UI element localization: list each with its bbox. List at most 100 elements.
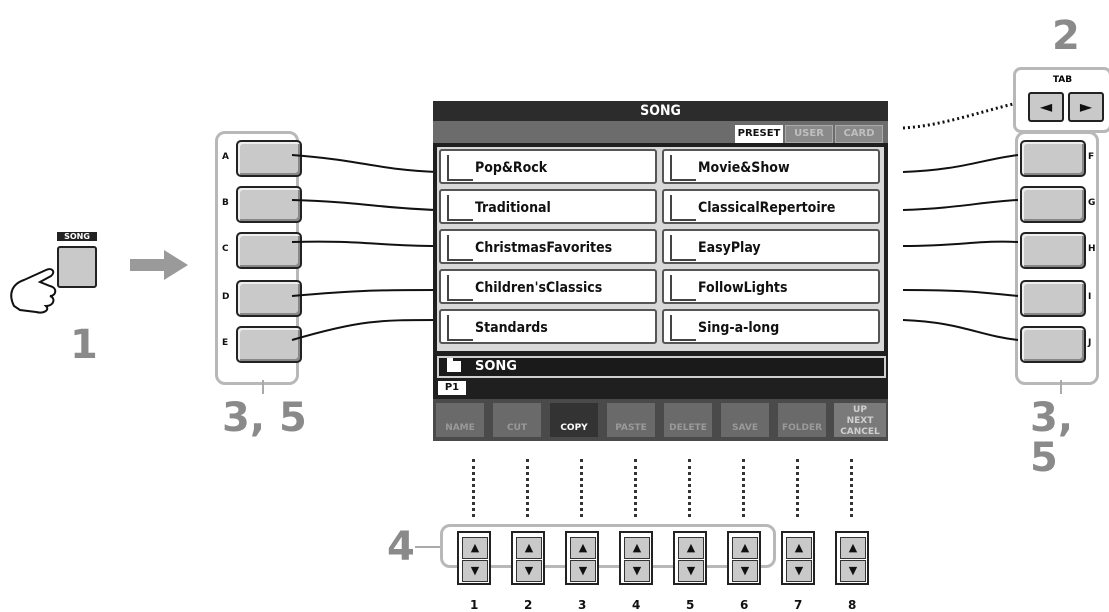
down-arrow-button[interactable]: ▼ <box>462 560 488 582</box>
category-7[interactable]: FollowLights <box>662 269 880 304</box>
lcd-screen: SONG PRESET USER CARD Pop&Rock Movie&Show… <box>433 101 888 441</box>
up-arrow-button[interactable]: ▲ <box>570 537 596 559</box>
down-arrow-button[interactable]: ▼ <box>732 560 758 582</box>
selection-bracket <box>670 155 696 181</box>
left-button-label: A <box>222 152 229 162</box>
page-tab-p1[interactable]: P1 <box>438 381 466 395</box>
function-delete-button[interactable]: DELETE <box>664 403 712 437</box>
dotted-leader <box>742 459 745 517</box>
category-6[interactable]: Children'sClassics <box>439 269 657 304</box>
function-folder-button[interactable]: FOLDER <box>778 403 826 437</box>
step-1-label: 1 <box>70 322 98 368</box>
function-name-button[interactable]: NAME <box>436 403 484 437</box>
function-save-button[interactable]: SAVE <box>721 403 769 437</box>
function-right-mid: NEXT <box>846 416 874 426</box>
right-button-label: G <box>1088 198 1096 208</box>
selection-bracket <box>447 275 473 301</box>
left-button-0[interactable] <box>236 140 302 177</box>
down-arrow-button[interactable]: ▼ <box>624 560 650 582</box>
path-bar: SONG <box>437 356 886 378</box>
category-4[interactable]: ChristmasFavorites <box>439 229 657 264</box>
selection-bracket <box>447 235 473 261</box>
bottom-button-highlight <box>440 524 776 568</box>
down-arrow-button[interactable]: ▼ <box>516 560 542 582</box>
left-button-2[interactable] <box>236 232 302 269</box>
pressing-hand-icon <box>10 268 57 314</box>
dotted-leader <box>526 459 529 517</box>
tab-preset[interactable]: PRESET <box>735 125 783 143</box>
dotted-leader <box>472 459 475 517</box>
right-button-3[interactable] <box>1020 280 1086 317</box>
left-button-label: C <box>222 244 229 254</box>
bottom-button-number: 3 <box>578 598 587 612</box>
selection-bracket <box>670 275 696 301</box>
folder-icon <box>447 358 461 372</box>
up-arrow-button[interactable]: ▲ <box>840 537 866 559</box>
category-name: FollowLights <box>698 280 788 296</box>
down-arrow-button[interactable]: ▼ <box>678 560 704 582</box>
category-8[interactable]: Standards <box>439 309 657 344</box>
up-arrow-button[interactable]: ▲ <box>678 537 704 559</box>
category-5[interactable]: EasyPlay <box>662 229 880 264</box>
function-right-bottom: CANCEL <box>840 427 880 437</box>
selection-bracket <box>670 235 696 261</box>
right-button-1[interactable] <box>1020 186 1086 223</box>
bottom-button-6: ▲▼ <box>727 531 761 585</box>
tab-left-button[interactable]: ◄ <box>1028 92 1064 122</box>
left-button-3[interactable] <box>236 280 302 317</box>
left-button-4[interactable] <box>236 326 302 363</box>
category-1[interactable]: Movie&Show <box>662 149 880 184</box>
selection-bracket <box>670 315 696 341</box>
left-group-leader <box>262 380 264 394</box>
function-paste-button[interactable]: PASTE <box>607 403 655 437</box>
up-arrow-button[interactable]: ▲ <box>624 537 650 559</box>
category-0[interactable]: Pop&Rock <box>439 149 657 184</box>
right-button-4[interactable] <box>1020 326 1086 363</box>
dotted-leader <box>850 459 853 517</box>
tab-button-group: TAB ◄ ► <box>1013 67 1109 133</box>
left-button-1[interactable] <box>236 186 302 223</box>
up-arrow-button[interactable]: ▲ <box>786 537 812 559</box>
bottom-button-1: ▲▼ <box>457 531 491 585</box>
down-arrow-button[interactable]: ▼ <box>570 560 596 582</box>
up-arrow-button[interactable]: ▲ <box>732 537 758 559</box>
step-3-5-left-label: 3, 5 <box>222 395 307 441</box>
category-name: EasyPlay <box>698 240 761 256</box>
bottom-button-5: ▲▼ <box>673 531 707 585</box>
right-button-label: J <box>1088 338 1092 348</box>
bottom-button-2: ▲▼ <box>511 531 545 585</box>
dotted-leader <box>796 459 799 517</box>
right-button-0[interactable] <box>1020 140 1086 177</box>
bottom-button-7: ▲▼ <box>781 531 815 585</box>
function-copy-button[interactable]: COPY <box>550 403 598 437</box>
bottom-button-number: 7 <box>794 598 803 612</box>
selection-bracket <box>670 195 696 221</box>
step-3-5-right-label: 3, 5 <box>1030 395 1074 481</box>
category-name: Pop&Rock <box>475 160 548 176</box>
right-button-2[interactable] <box>1020 232 1086 269</box>
category-2[interactable]: Traditional <box>439 189 657 224</box>
selection-bracket <box>447 315 473 341</box>
tab-card[interactable]: CARD <box>835 125 883 143</box>
screen-title: SONG <box>433 101 888 121</box>
up-arrow-button[interactable]: ▲ <box>516 537 542 559</box>
function-cut-button[interactable]: CUT <box>493 403 541 437</box>
category-name: Movie&Show <box>698 160 790 176</box>
category-name: Standards <box>475 320 548 336</box>
selection-bracket <box>447 155 473 181</box>
right-button-label: H <box>1088 244 1096 254</box>
category-3[interactable]: ClassicalRepertoire <box>662 189 880 224</box>
down-arrow-button[interactable]: ▼ <box>840 560 866 582</box>
bottom-button-8: ▲▼ <box>835 531 869 585</box>
up-arrow-button[interactable]: ▲ <box>462 537 488 559</box>
tab-right-button[interactable]: ► <box>1068 92 1104 122</box>
category-9[interactable]: Sing-a-long <box>662 309 880 344</box>
tab-user[interactable]: USER <box>785 125 833 143</box>
bottom-button-4: ▲▼ <box>619 531 653 585</box>
down-arrow-button[interactable]: ▼ <box>786 560 812 582</box>
song-panel-button[interactable]: SONG <box>55 232 97 288</box>
